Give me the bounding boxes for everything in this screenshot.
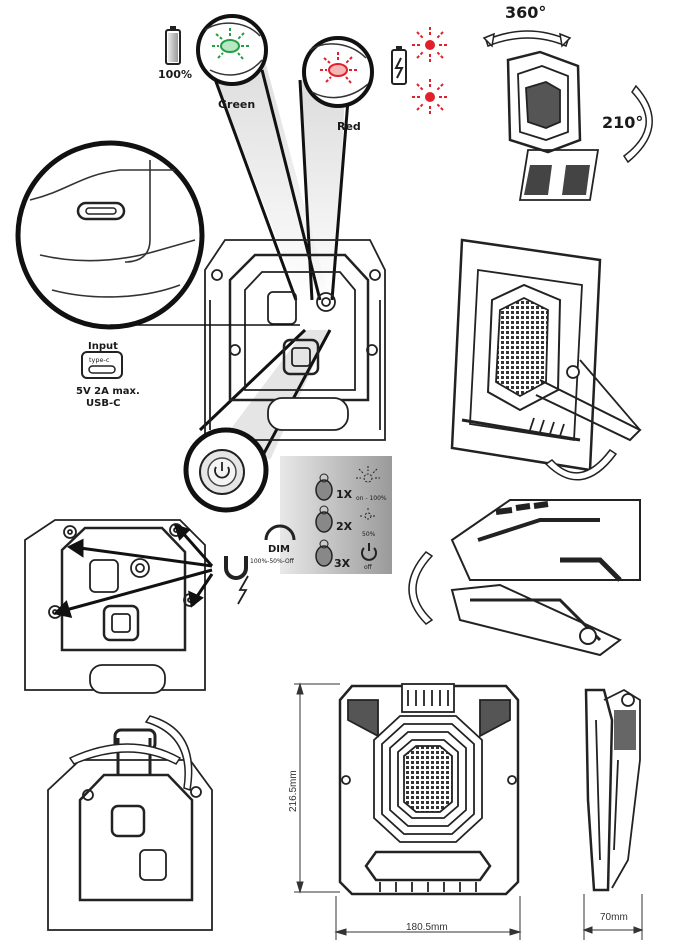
dim-step-1-mode: on - 100% <box>356 495 387 502</box>
device-stand-view <box>450 238 642 472</box>
green-led-callout <box>196 14 268 86</box>
dim-step-3-press: 3X <box>334 557 351 570</box>
magnet-arrows <box>52 523 214 619</box>
press-1x-button-icon <box>315 473 333 501</box>
full-light-icon <box>356 466 380 483</box>
dim-cycle: 100%-50%-Off <box>250 558 295 565</box>
dim-step-1-press: 1X <box>336 488 353 501</box>
usb-spec-port: USB-C <box>86 398 120 409</box>
half-light-icon <box>360 508 376 520</box>
usb-input-title: Input <box>88 341 118 352</box>
width-dimension-line <box>334 896 522 940</box>
battery-full-icon <box>165 26 181 65</box>
power-icon <box>214 462 230 479</box>
usb-spec-power: 5V 2A max. <box>76 386 140 397</box>
depth-dimension: 70mm <box>600 912 628 923</box>
rotate-360-arrow <box>482 30 572 48</box>
dim-step-3-mode: off <box>364 564 373 571</box>
red-led-callout <box>302 36 374 108</box>
green-led-glow-icon <box>212 28 250 60</box>
stand-swing-arrow <box>544 448 618 481</box>
height-dimension: 216.5mm <box>288 770 299 812</box>
device-side-view <box>584 688 641 892</box>
green-label: Green <box>218 98 255 111</box>
hook-rotate-arrows <box>68 715 193 791</box>
press-2x-button-icon <box>315 505 333 533</box>
rotation-360-label: 360° <box>505 3 546 22</box>
dim-step-2-press: 2X <box>336 520 353 533</box>
red-blink-icon <box>412 27 448 115</box>
dim-panel-background <box>280 456 392 574</box>
power-off-icon <box>361 543 377 561</box>
dim-steps: 1X on - 100% 2X 50% 3X off <box>315 466 387 571</box>
device-magnet-view <box>24 519 206 694</box>
dim-label: DIM <box>268 544 290 555</box>
width-dimension: 180.5mm <box>406 922 448 933</box>
magnet-icon <box>224 556 249 605</box>
press-3x-button-icon <box>315 539 333 567</box>
red-led-glow-icon <box>320 52 358 84</box>
usb-c-connector-icon <box>81 351 123 379</box>
callout-beams <box>198 37 350 471</box>
device-clip-view <box>450 499 641 657</box>
power-button-zoom-callout <box>183 427 269 513</box>
battery-percent-label: 100% <box>158 68 192 81</box>
height-dimension-line <box>294 682 340 894</box>
clip-open-arrow <box>408 551 434 625</box>
dim-arc-icon <box>264 524 296 541</box>
usb-port-zoom-callout <box>15 140 205 330</box>
usb-connector-type: type-c <box>89 356 110 364</box>
rotation-210-label: 210° <box>602 113 643 132</box>
red-label: Red <box>337 120 361 133</box>
device-rotation-view <box>506 50 600 201</box>
battery-charging-icon <box>391 46 407 85</box>
dim-step-2-mode: 50% <box>362 531 376 538</box>
rotate-210-arrow <box>622 84 653 164</box>
depth-dimension-line <box>582 894 644 940</box>
device-front-view <box>338 683 520 896</box>
